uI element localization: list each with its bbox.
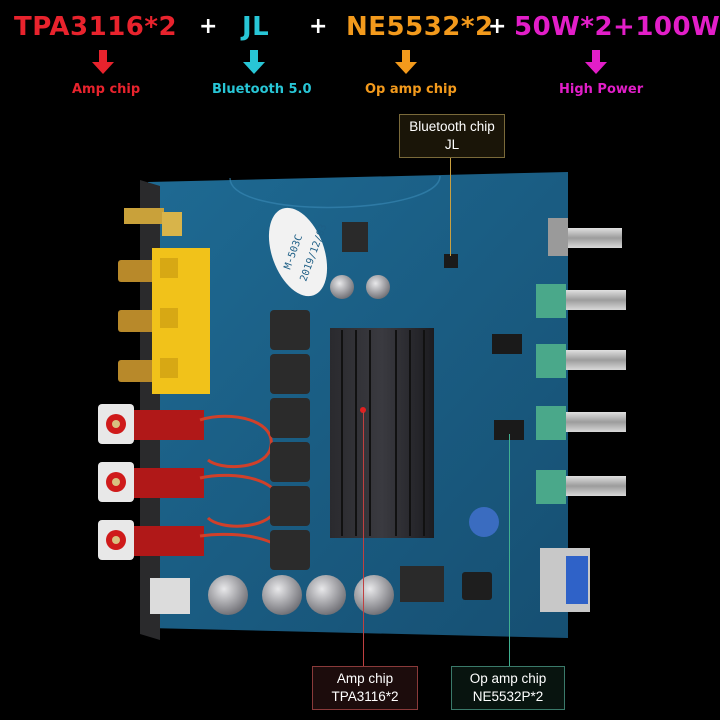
speaker-terminals xyxy=(98,404,204,560)
amp-chip-callout: Amp chip TPA3116*2 xyxy=(312,666,418,710)
inductors xyxy=(270,310,310,570)
amp-chip-title: TPA3116*2 xyxy=(14,12,178,42)
bluetooth-chip-callout: Bluetooth chip JL xyxy=(399,114,505,158)
dc-jack xyxy=(150,578,190,614)
heatsink xyxy=(330,328,434,538)
plus-separator-1: + xyxy=(199,14,218,39)
opamp-chip-callout: Op amp chip NE5532P*2 xyxy=(451,666,565,710)
feature-header: TPA3116*2 + JL + NE5532*2 + 50W*2+100W A… xyxy=(0,0,720,110)
callout-line-1: Bluetooth chip xyxy=(409,119,495,134)
bluetooth-caption: Bluetooth 5.0 xyxy=(212,82,312,97)
opamp-leader-line xyxy=(509,434,510,666)
rca-input-jacks xyxy=(118,248,210,394)
amp-chip-caption: Amp chip xyxy=(72,82,141,97)
bluetooth-leader-line xyxy=(450,152,451,256)
plus-separator-3: + xyxy=(488,14,507,39)
callout-line-1: Op amp chip xyxy=(469,671,547,686)
potentiometers xyxy=(536,218,626,504)
power-title: 50W*2+100W xyxy=(514,12,720,42)
capacitors xyxy=(208,275,499,615)
opamp-caption: Op amp chip xyxy=(365,82,457,97)
bluetooth-title: JL xyxy=(242,12,270,42)
callout-line-1: Amp chip xyxy=(336,671,394,686)
callout-line-2: NE5532P*2 xyxy=(472,689,544,704)
amp-leader-line xyxy=(363,412,364,666)
power-caption: High Power xyxy=(559,82,644,97)
antenna-connector xyxy=(124,208,164,224)
plus-separator-2: + xyxy=(309,14,328,39)
callout-line-2: JL xyxy=(444,137,460,152)
callout-line-2: TPA3116*2 xyxy=(331,689,399,704)
opamp-title: NE5532*2 xyxy=(346,12,494,42)
